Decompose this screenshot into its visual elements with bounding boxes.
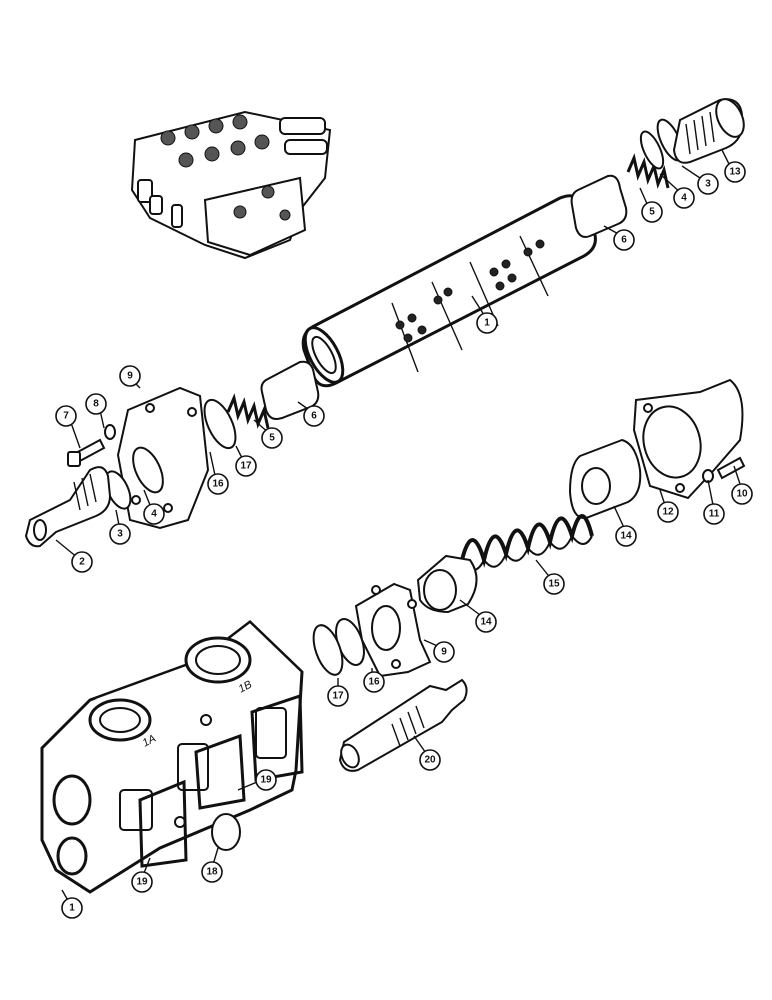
svg-text:18: 18 — [206, 867, 218, 878]
backup-ring-upper-right — [639, 130, 665, 170]
svg-text:14: 14 — [620, 531, 632, 542]
svg-text:5: 5 — [269, 433, 275, 444]
svg-text:16: 16 — [212, 479, 224, 490]
svg-text:16: 16 — [368, 677, 380, 688]
callout-12: 12 — [657, 501, 679, 523]
relief-cartridge — [338, 678, 468, 772]
callout-14: 14 — [475, 611, 497, 633]
port-mark-1b: 1B — [236, 679, 254, 696]
callout-6: 6 — [613, 229, 635, 251]
detent-cover — [632, 378, 744, 500]
svg-text:6: 6 — [621, 235, 627, 246]
svg-text:14: 14 — [480, 617, 492, 628]
port-mark-1a: 1A — [140, 733, 158, 750]
svg-text:4: 4 — [681, 193, 687, 204]
callout-19: 19 — [255, 769, 277, 791]
svg-text:20: 20 — [424, 755, 436, 766]
centering-spring — [460, 514, 594, 571]
svg-text:17: 17 — [332, 691, 344, 702]
callout-4: 4 — [143, 503, 165, 525]
callout-16: 16 — [207, 473, 229, 495]
svg-text:11: 11 — [709, 509, 720, 520]
callout-6: 6 — [303, 405, 325, 427]
spring-retainer-lower — [416, 554, 478, 614]
svg-text:3: 3 — [705, 179, 711, 190]
callout-10: 10 — [731, 483, 753, 505]
assembled-valve-thumbnail — [130, 110, 332, 260]
callout-9: 9 — [119, 365, 141, 387]
callout-19: 19 — [131, 871, 153, 893]
svg-text:7: 7 — [63, 411, 69, 422]
flange-plate-lower — [354, 582, 432, 678]
callout-8: 8 — [85, 393, 107, 415]
svg-text:10: 10 — [736, 489, 748, 500]
eye-plug — [24, 466, 112, 548]
spring-lower-left — [226, 393, 270, 429]
svg-text:9: 9 — [127, 371, 133, 382]
spring-upper-right — [626, 153, 670, 189]
callout-3: 3 — [697, 173, 719, 195]
lock-washer-upper — [104, 424, 116, 440]
svg-text:19: 19 — [136, 877, 148, 888]
callout-1: 1 — [61, 897, 83, 919]
spool-housing — [301, 194, 597, 388]
flange-plate-upper — [116, 386, 210, 530]
callout-5: 5 — [641, 201, 663, 223]
svg-text:8: 8 — [93, 399, 99, 410]
callout-17: 17 — [235, 455, 257, 477]
backup-ring-upper-left — [132, 446, 164, 494]
svg-text:4: 4 — [151, 509, 157, 520]
svg-text:17: 17 — [240, 461, 252, 472]
svg-text:19: 19 — [260, 775, 272, 786]
callout-5: 5 — [261, 427, 283, 449]
svg-text:1: 1 — [484, 318, 490, 329]
callout-2: 2 — [71, 551, 93, 573]
svg-text:9: 9 — [441, 647, 447, 658]
callout-3: 3 — [109, 523, 131, 545]
cap-screw-right — [716, 456, 746, 480]
o-ring-upper-left — [203, 398, 237, 450]
callout-14: 14 — [615, 525, 637, 547]
svg-text:13: 13 — [729, 167, 741, 178]
callout-20: 20 — [419, 749, 441, 771]
callout-13: 13 — [724, 161, 746, 183]
svg-text:3: 3 — [117, 529, 123, 540]
spring-retainer-upper — [568, 438, 642, 520]
o-ring-lower — [312, 624, 344, 676]
svg-text:15: 15 — [548, 579, 560, 590]
callout-9: 9 — [433, 641, 455, 663]
callouts: 13 3 4 5 6 1 9 8 7 6 5 17 16 4 3 2 12 11… — [55, 161, 753, 919]
seal-group-body — [138, 693, 304, 868]
callout-18: 18 — [201, 861, 223, 883]
svg-text:5: 5 — [649, 207, 655, 218]
svg-text:2: 2 — [79, 557, 85, 568]
callout-7: 7 — [55, 405, 77, 427]
callout-15: 15 — [543, 573, 565, 595]
callout-11: 11 — [703, 503, 725, 525]
valve-body — [40, 620, 304, 894]
spring-seat-upper-right — [570, 174, 628, 238]
cap-screw-upper — [67, 438, 106, 467]
end-cap-upper-right — [672, 98, 745, 164]
callout-16: 16 — [363, 671, 385, 693]
callout-4: 4 — [673, 187, 695, 209]
svg-text:6: 6 — [311, 411, 317, 422]
svg-text:12: 12 — [662, 507, 674, 518]
callout-17: 17 — [327, 685, 349, 707]
svg-text:1: 1 — [69, 903, 75, 914]
callout-1: 1 — [476, 312, 498, 334]
